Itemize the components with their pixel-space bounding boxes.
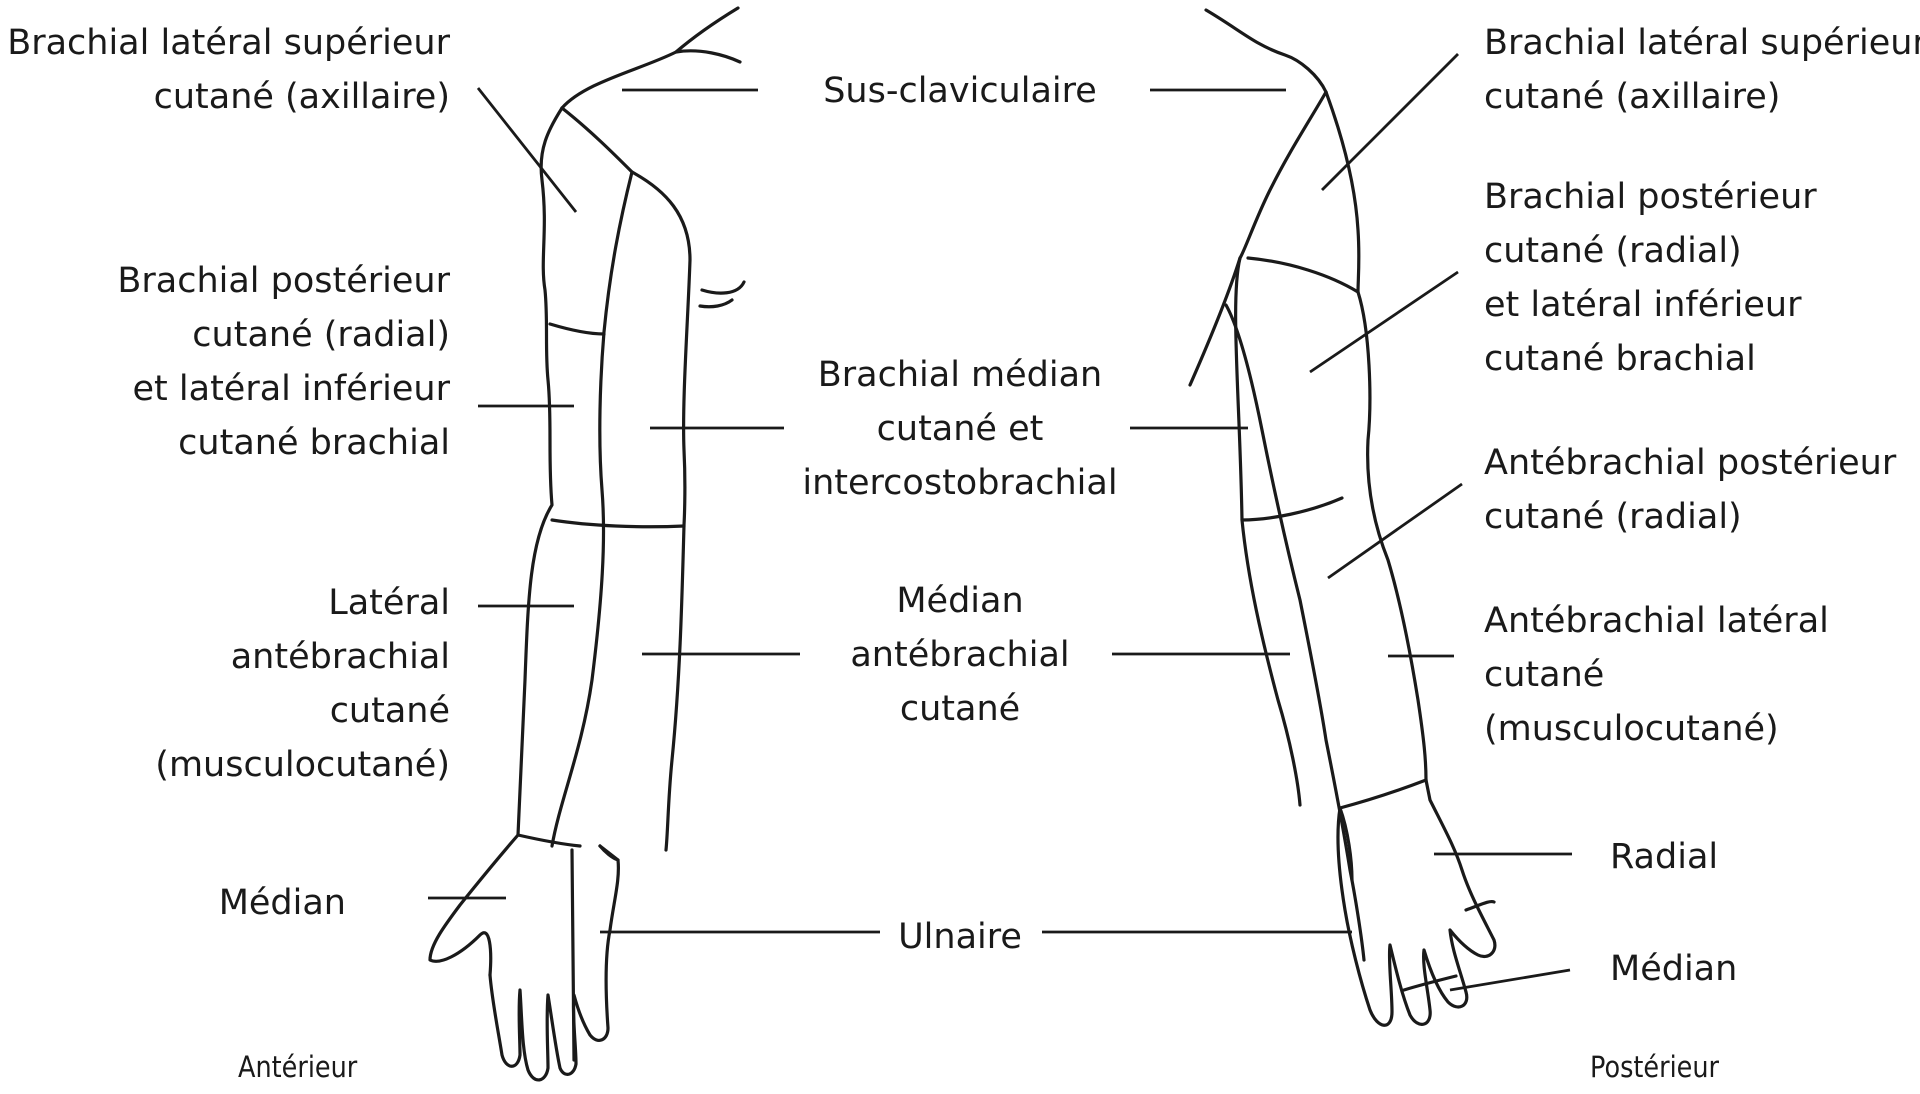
- leader-right-median: [1449, 968, 1571, 992]
- label-right-posterior-brachial: Brachial postérieur cutané (radial) et l…: [1484, 177, 1817, 379]
- posterior-upper-band: [1246, 256, 1360, 294]
- leader-lines: [428, 53, 1572, 992]
- anterior-lateral-contour: [516, 106, 564, 837]
- label-right-radial: Radial: [1610, 837, 1719, 877]
- posterior-knuckle: [1338, 806, 1354, 882]
- leader-right-upper-lateral: [1321, 53, 1459, 191]
- anterior-elbow-band: [550, 518, 686, 529]
- anterior-arm-outline: [428, 6, 746, 1082]
- label-center-supraclavicular: Sus-claviculaire: [823, 71, 1097, 111]
- label-right-median: Médian: [1610, 949, 1738, 989]
- posterior-outer-contour: [1324, 90, 1428, 782]
- leader-right-posterior-brachial: [1309, 270, 1459, 374]
- posterior-wrist: [1338, 778, 1428, 810]
- label-right-lateral-antebrachial: Antébrachial latéral cutané (musculocuta…: [1484, 601, 1829, 749]
- label-right-posterior-antebrachial: Antébrachial postérieur cutané (radial): [1484, 443, 1897, 537]
- posterior-elbow-band: [1240, 496, 1344, 522]
- anterior-palm-line: [570, 848, 576, 1062]
- anterior-thumb: [428, 833, 520, 977]
- label-left-lateral-antebrachial: Latéral antébrachial cutané (musculocuta…: [155, 583, 450, 785]
- anterior-medial-contour: [630, 170, 692, 852]
- anterior-neck-line: [674, 6, 742, 64]
- label-center-medial-brachial: Brachial médian cutané et intercostobrac…: [802, 355, 1118, 503]
- anterior-fingers: [488, 844, 620, 1082]
- view-label-anterior: Antérieur: [238, 1050, 358, 1084]
- leader-left-upper-lateral: [476, 87, 578, 213]
- label-center-medial-antebrachial: Médian antébrachial cutané: [850, 581, 1070, 729]
- posterior-arm-back-contour: [1234, 256, 1302, 807]
- label-left-posterior-brachial: Brachial postérieur cutané (radial) et l…: [117, 261, 450, 463]
- anterior-shoulder-line: [560, 50, 678, 110]
- posterior-shoulder-contour: [1204, 8, 1328, 94]
- posterior-thumb-tip: [1464, 899, 1496, 912]
- label-left-upper-lateral: Brachial latéral supérieur cutané (axill…: [7, 23, 450, 117]
- view-label-posterior: Postérieur: [1590, 1050, 1720, 1084]
- posterior-hand: [1336, 778, 1497, 1027]
- posterior-arm-outline: [1188, 8, 1497, 1027]
- label-right-upper-lateral: Brachial latéral supérieur cutané (axill…: [1484, 23, 1920, 117]
- label-center-ulnar: Ulnaire: [898, 917, 1022, 957]
- anterior-armpit-mark: [698, 298, 734, 309]
- posterior-median-mark: [1402, 974, 1458, 992]
- anterior-deltoid-line: [560, 106, 634, 174]
- posterior-inner-contour: [1188, 90, 1328, 387]
- posterior-forearm-line: [1224, 303, 1366, 962]
- leader-right-posterior-antebrachial: [1327, 482, 1463, 580]
- anterior-upper-band: [548, 322, 606, 336]
- label-left-median: Médian: [218, 883, 346, 923]
- anterior-central-line: [550, 170, 634, 848]
- anterior-chest-mark: [700, 280, 746, 295]
